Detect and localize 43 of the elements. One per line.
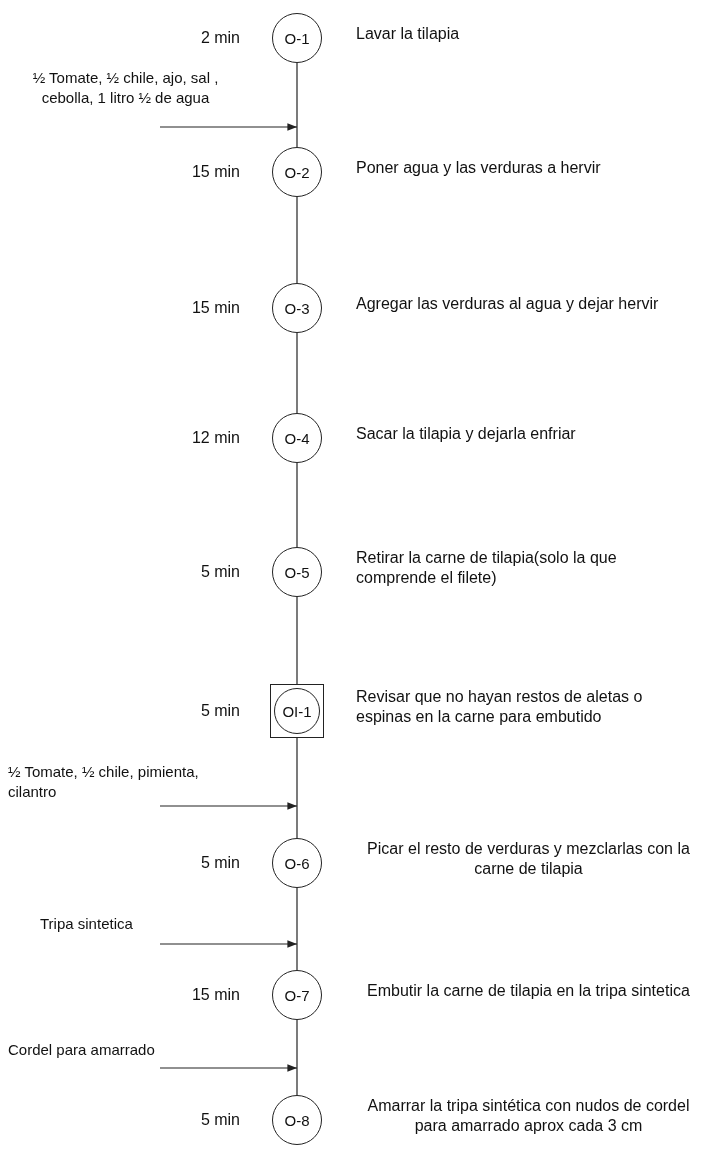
connector-line: [296, 887, 298, 971]
input-arrow: [159, 123, 298, 131]
connector-line: [296, 332, 298, 414]
operation-circle: O-8: [272, 1095, 322, 1145]
step-description: Poner agua y las verduras a hervir: [356, 158, 601, 178]
step-description: Revisar que no hayan restos de aletas o espinas en la carne para embutido: [356, 687, 644, 727]
duration-label: 2 min: [200, 28, 240, 48]
connector-line: [296, 596, 298, 685]
step-description: Embutir la carne de tilapia en la tripa sintetica: [367, 981, 690, 1001]
step-description: Sacar la tilapia y dejarla enfriar: [356, 424, 576, 444]
connector-line: [296, 196, 298, 284]
connector-line: [296, 737, 298, 839]
duration-label: 5 min: [200, 701, 240, 721]
step-description: Picar el resto de verduras y mezclarlas con la carne de tilapia: [366, 839, 691, 879]
operation-circle: O-5: [272, 547, 322, 597]
operation-circle: O-7: [272, 970, 322, 1020]
operation-circle: O-2: [272, 147, 322, 197]
connector-line: [296, 462, 298, 548]
input-label: ½ Tomate, ½ chile, pimienta, cilantro: [8, 762, 208, 802]
step-description: Retirar la carne de tilapia(solo la que comprende el filete): [356, 548, 618, 588]
step-description: Amarrar la tripa sintética con nudos de cordel para amarrado aprox cada 3 cm: [366, 1096, 691, 1136]
operation-circle: O-6: [272, 838, 322, 888]
input-label: Cordel para amarrado: [8, 1040, 188, 1060]
connector-line: [296, 1019, 298, 1096]
duration-label: 15 min: [191, 985, 240, 1005]
duration-label: 5 min: [200, 853, 240, 873]
input-label: Tripa sintetica: [40, 914, 160, 934]
input-arrow: [159, 940, 298, 948]
step-description: Lavar la tilapia: [356, 24, 460, 44]
operation-circle: O-1: [272, 13, 322, 63]
duration-label: 12 min: [191, 428, 240, 448]
inspection-symbol: OI-1: [270, 684, 324, 738]
input-arrow: [159, 802, 298, 810]
input-label: ½ Tomate, ½ chile, ajo, sal , cebolla, 1 litro ½ de agua: [8, 68, 243, 108]
operation-circle: O-4: [272, 413, 322, 463]
duration-label: 5 min: [200, 562, 240, 582]
duration-label: 15 min: [191, 298, 240, 318]
duration-label: 15 min: [191, 162, 240, 182]
connector-line: [296, 62, 298, 148]
operation-circle: O-3: [272, 283, 322, 333]
input-arrow: [159, 1064, 298, 1072]
step-description: Agregar las verduras al agua y dejar hervir: [356, 294, 659, 314]
duration-label: 5 min: [200, 1110, 240, 1130]
